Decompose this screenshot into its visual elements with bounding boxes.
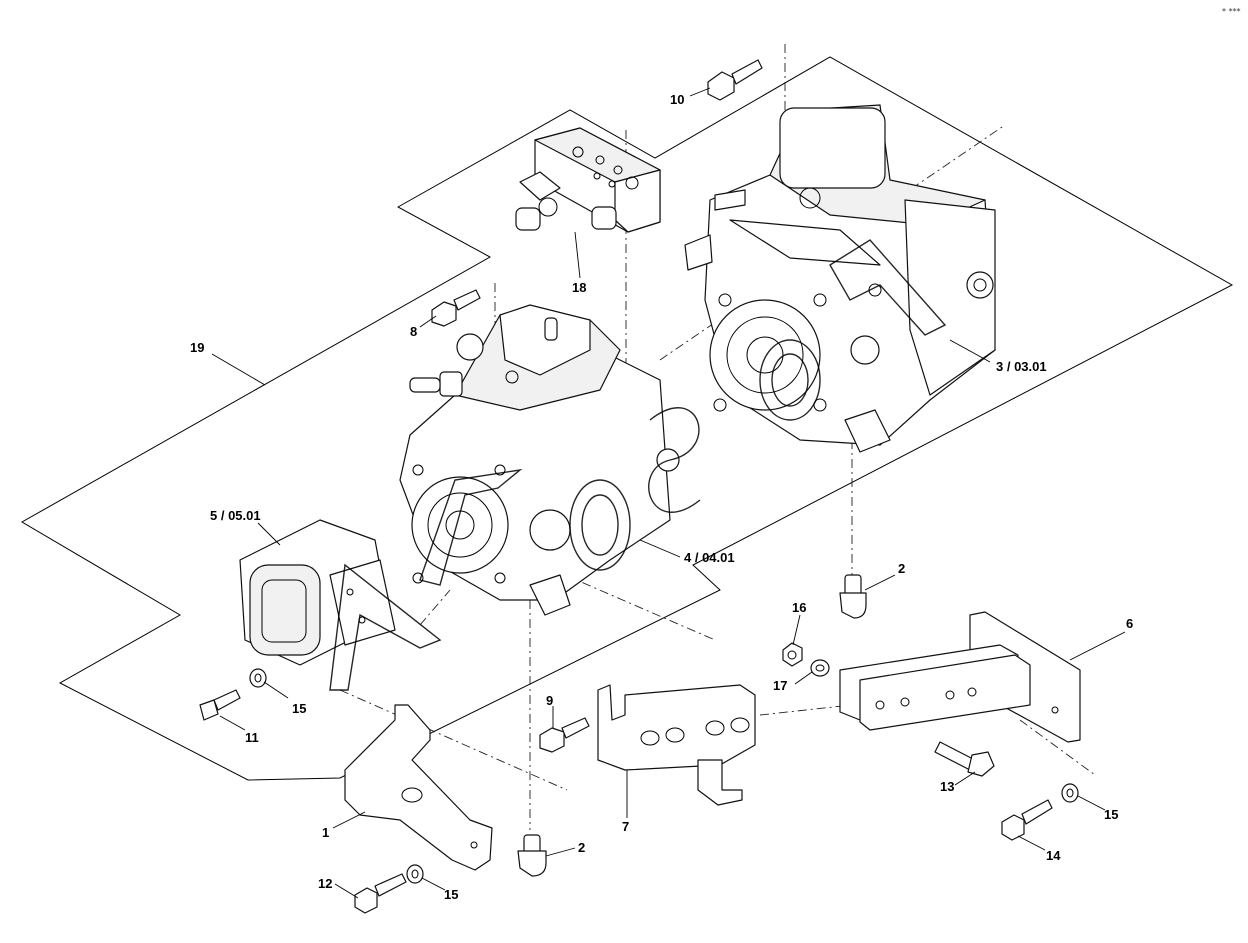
callout-15-c: 15 [444, 887, 458, 902]
callout-11: 11 [245, 730, 259, 745]
part-2-elbow-fitting-upper [839, 574, 867, 619]
callout-14: 14 [1046, 848, 1061, 863]
part-10-bolt [707, 59, 763, 101]
callout-labels: 10 18 8 19 3 / 03.01 5 / 05.01 4 / 04.01… [190, 92, 1133, 902]
part-15-washer-c [406, 864, 424, 884]
callout-15-a: 15 [292, 701, 306, 716]
part-15-washer-a [249, 668, 267, 688]
part-2-elbow-fitting-lower [517, 834, 547, 877]
callout-12: 12 [318, 876, 332, 891]
part-4-front-pump [399, 304, 680, 616]
part-3-rear-pump [684, 104, 996, 453]
part-15-washer-b [1061, 783, 1079, 803]
callout-5: 5 / 05.01 [210, 508, 261, 523]
part-1-support-bracket [344, 704, 493, 871]
callout-9: 9 [546, 693, 553, 708]
callout-19: 19 [190, 340, 204, 355]
callout-2-lower: 2 [578, 840, 585, 855]
callout-7: 7 [622, 819, 629, 834]
callout-2-upper: 2 [898, 561, 905, 576]
watermark [329, 239, 947, 691]
callout-10: 10 [670, 92, 684, 107]
callout-6: 6 [1126, 616, 1133, 631]
callout-15-b: 15 [1104, 807, 1118, 822]
leader-lines [211, 87, 1126, 899]
corner-mark: * *** [1222, 7, 1241, 16]
callout-3: 3 / 03.01 [996, 359, 1047, 374]
callout-18: 18 [572, 280, 586, 295]
callout-17: 17 [773, 678, 787, 693]
part-9-bolt [539, 717, 590, 753]
part-18-manifold-block [515, 127, 661, 233]
callout-8: 8 [410, 324, 417, 339]
callout-16: 16 [792, 600, 806, 615]
part-13-bolt [934, 741, 995, 777]
part-6-bracket [839, 611, 1081, 743]
callout-4: 4 / 04.01 [684, 550, 735, 565]
part-8-bolt [431, 289, 481, 327]
part-16-nut [782, 642, 803, 667]
callout-13: 13 [940, 779, 954, 794]
callout-1: 1 [322, 825, 329, 840]
part-11-cap-screw [199, 689, 241, 721]
part-14-bolt [1001, 799, 1053, 841]
part-5-cover [239, 519, 396, 666]
part-12-bolt [354, 873, 407, 914]
part-17-washer [810, 659, 830, 677]
part-7-mounting-plate [597, 684, 756, 806]
